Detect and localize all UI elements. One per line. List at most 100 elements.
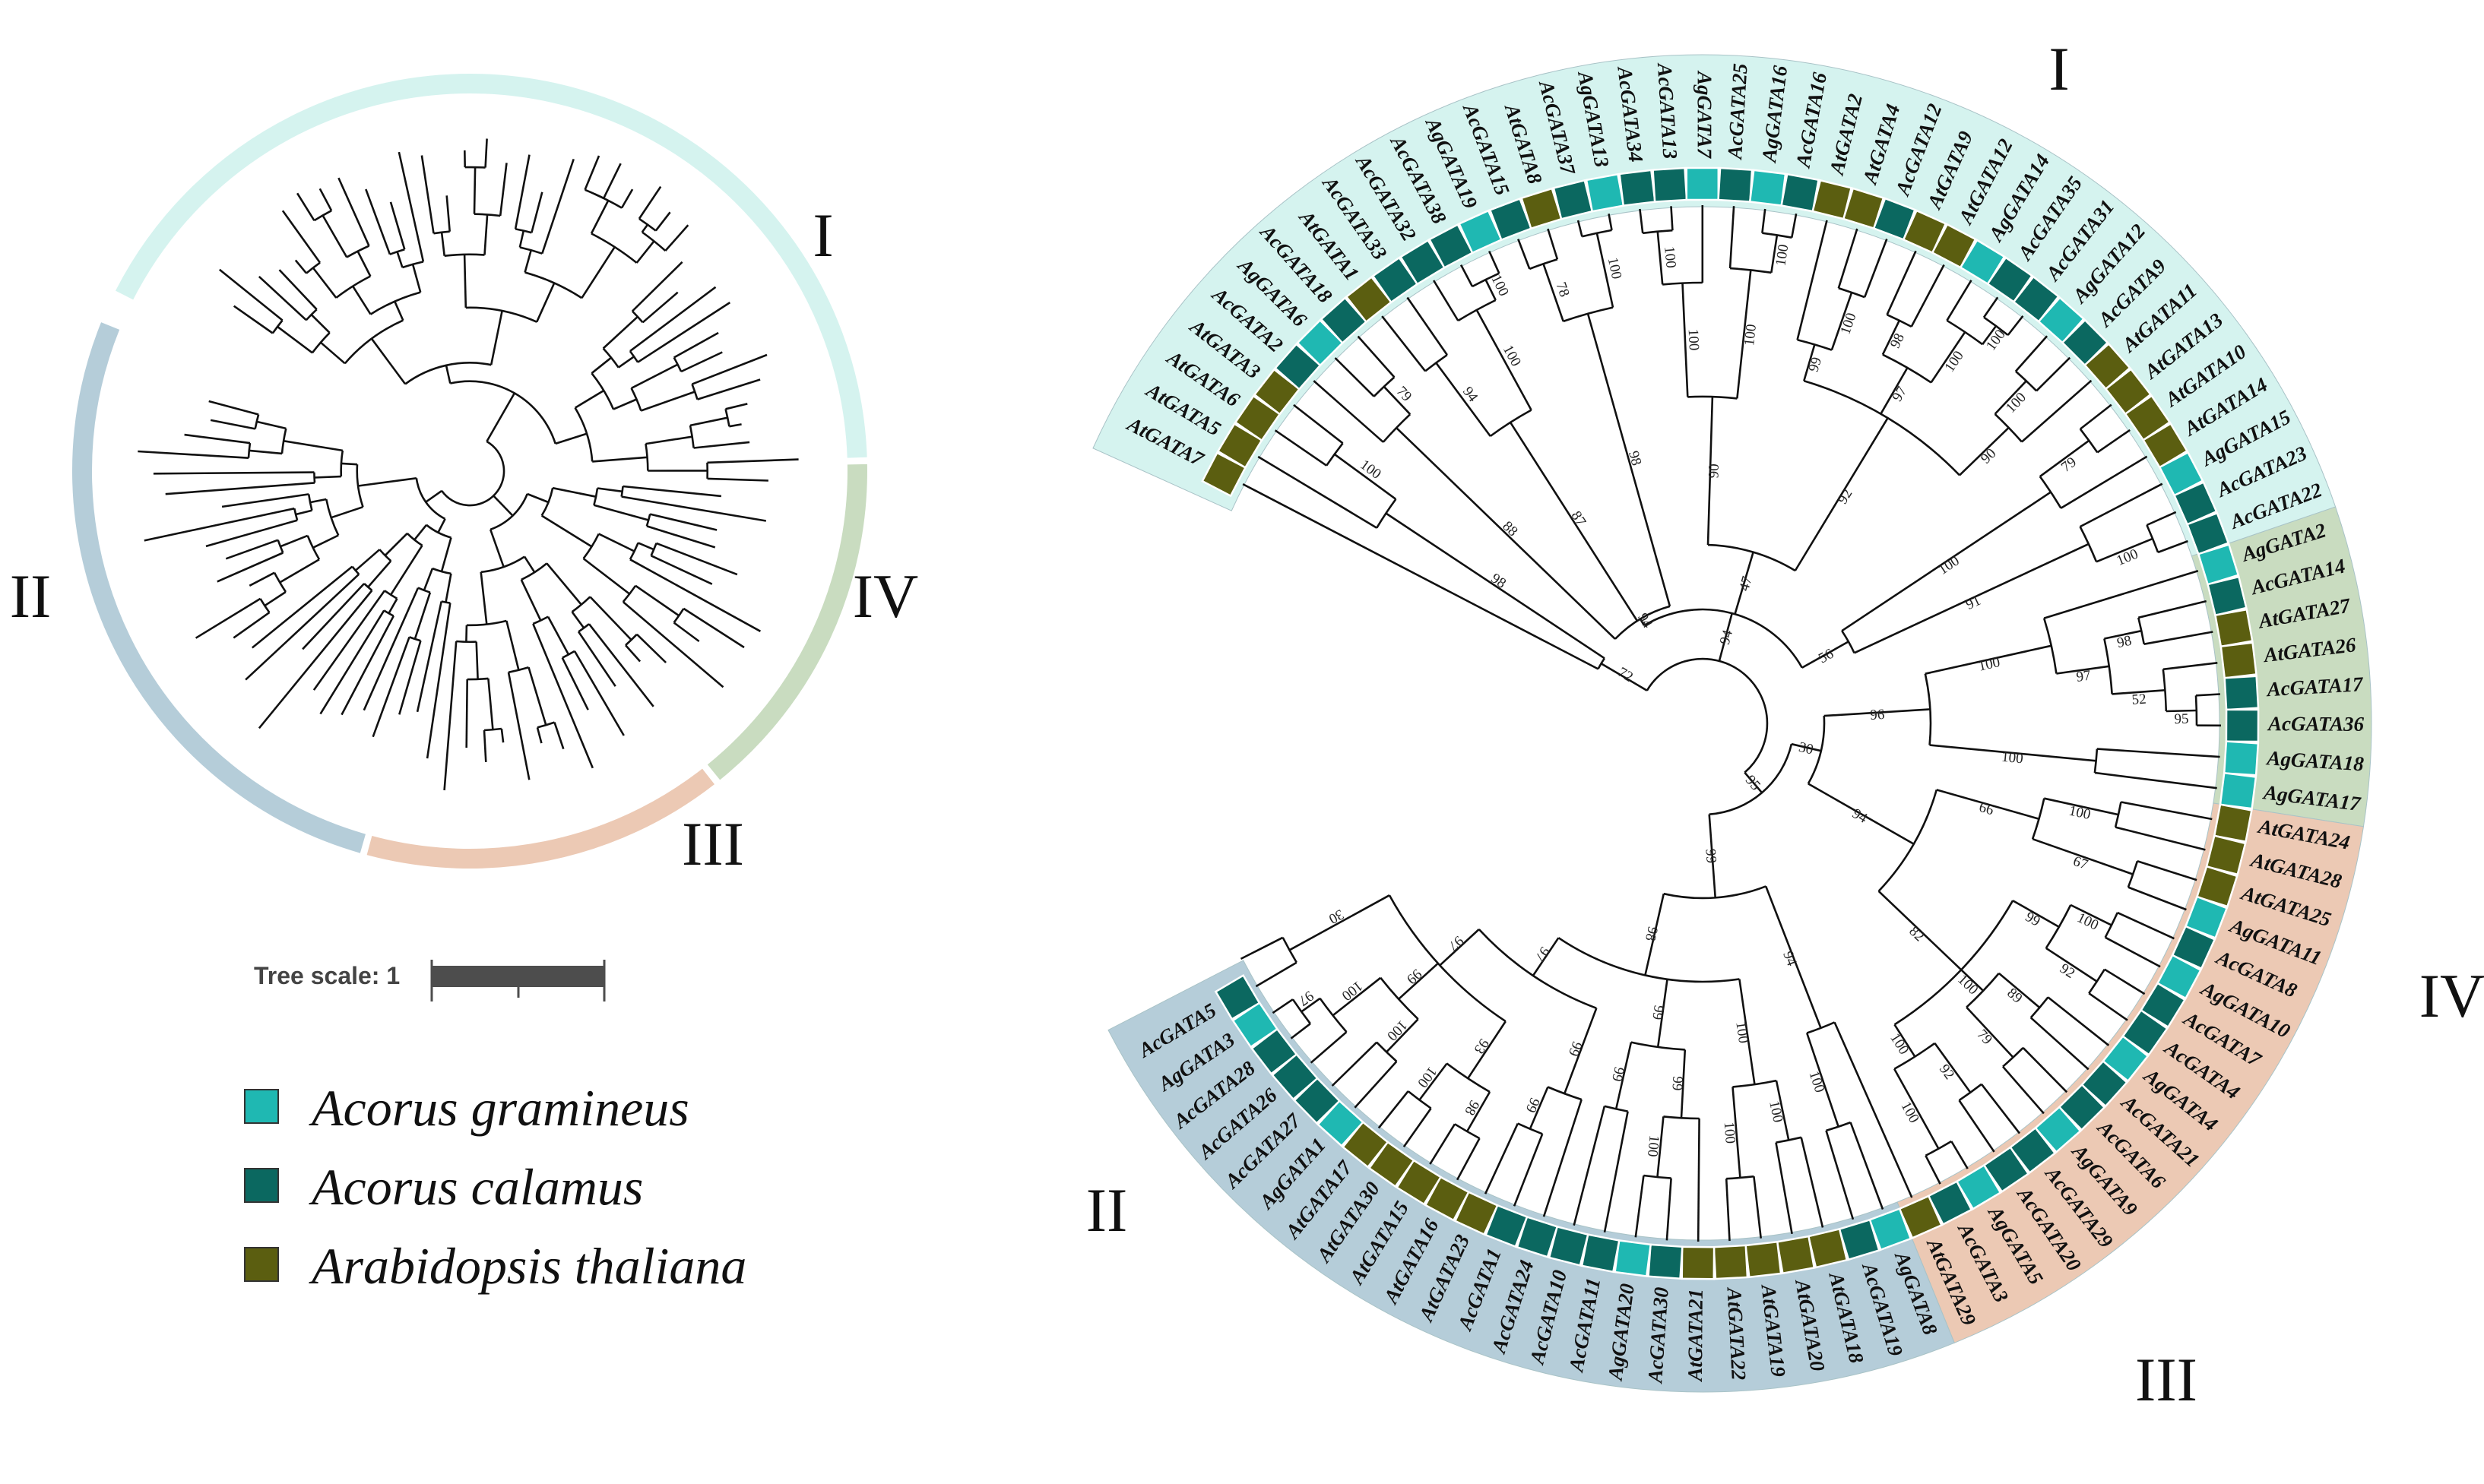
large-branch-edge [1960, 1100, 1994, 1152]
legend-swatch-acorus-gramineus [245, 1090, 278, 1123]
small-branch-edge [144, 508, 294, 540]
large-branch-edge [1489, 252, 1499, 274]
large-branch-edge [2137, 861, 2197, 880]
large-branch-arc [2080, 527, 2096, 562]
bootstrap-label: 100 [2115, 546, 2140, 569]
leaf-label: AtGATA22 [1722, 1286, 1750, 1381]
small-branch-arc [336, 277, 370, 298]
bootstrap-label: 100 [1773, 243, 1792, 267]
large-branch-edge [1404, 1109, 1431, 1147]
large-branch-edge [1544, 1100, 1582, 1217]
small-branch-edge [138, 451, 249, 458]
small-branch-edge [500, 163, 506, 216]
small-branch-edge [211, 420, 255, 429]
large-branch-arc [1598, 658, 1605, 669]
bootstrap-label: 94 [1717, 628, 1736, 646]
small-branch-arc [642, 233, 666, 252]
large-branch-arc [1548, 1087, 1581, 1100]
large-branch-arc [2147, 525, 2158, 552]
small-branch-edge [632, 262, 683, 312]
large-branch-edge [1578, 220, 1582, 236]
small-branch-edge [572, 612, 585, 628]
small-branch-edge [234, 306, 273, 334]
large-branch-edge [2036, 358, 2070, 391]
bootstrap-label: 88 [1499, 518, 1520, 539]
small-branch-arc [306, 263, 320, 274]
small-branch-edge [638, 543, 654, 549]
small-branch-arc [622, 486, 623, 497]
bootstrap-label: 99 [1668, 1076, 1685, 1091]
small-branch-edge [331, 507, 363, 517]
small-branch-edge [315, 476, 341, 477]
bootstrap-label: 99 [1608, 1065, 1627, 1083]
clade-label-I: I [2048, 34, 2069, 103]
small-branch-arc [314, 210, 331, 220]
large-branch-edge [2080, 405, 2112, 429]
bootstrap-label: 92 [1835, 486, 1856, 507]
small-branch-arc [630, 351, 638, 362]
large-branch-edge [1434, 280, 1458, 321]
small-branch-edge [438, 519, 445, 533]
small-branch-edge [485, 214, 488, 255]
small-clade-ring-I [125, 84, 857, 457]
large-branch-edge [2128, 888, 2187, 910]
small-branch-edge [599, 534, 635, 552]
small-branch-edge [542, 516, 592, 547]
large-branch-edge [1609, 214, 1612, 230]
scale-bar-rect [432, 966, 604, 987]
large-branch-arc [2046, 905, 2071, 948]
species-square [1714, 1245, 1747, 1279]
large-branch-edge [1982, 1084, 2020, 1134]
small-branch-edge [646, 437, 692, 444]
small-branch-edge [642, 225, 648, 233]
small-tree: I II III IV [10, 84, 919, 878]
large-branch-edge [1335, 358, 1374, 397]
bootstrap-label: 97 [1532, 944, 1553, 964]
small-branch-edge [320, 188, 331, 210]
small-branch-arc [484, 729, 502, 730]
bootstrap-label: 94 [1459, 384, 1481, 405]
large-branch-edge [2048, 997, 2109, 1045]
large-branch-edge [2144, 632, 2213, 644]
small-branch-edge [373, 637, 410, 736]
large-branch-edge [2147, 512, 2175, 525]
bootstrap-label: 100 [1685, 328, 1702, 350]
small-branch-edge [296, 511, 312, 514]
species-square [1620, 170, 1655, 206]
large-branch-edge [1947, 280, 1971, 321]
bootstrap-label: 99 [1702, 848, 1719, 863]
bootstrap-label: 99 [1403, 966, 1424, 987]
bootstrap-label: 98 [1887, 331, 1908, 350]
large-branch-edge [2118, 913, 2175, 938]
large-branch-arc [1326, 443, 1342, 465]
small-branch-edge [692, 355, 768, 384]
small-branch-edge [493, 495, 512, 515]
large-branch-arc [2089, 970, 2105, 994]
small-clade-label-IV: IV [853, 562, 919, 631]
bootstrap-label: 92 [2057, 960, 2077, 982]
species-square [1777, 1236, 1814, 1274]
small-branch-edge [303, 584, 364, 649]
small-branch-edge [368, 561, 391, 587]
large-branch-arc [1947, 321, 1982, 344]
large-branch-edge [2105, 938, 2160, 967]
small-branch-edge [622, 189, 632, 208]
small-branch-edge [217, 553, 284, 582]
bootstrap-label: 79 [1974, 1027, 1995, 1048]
small-branch-edge [604, 317, 638, 349]
species-square [1687, 168, 1719, 200]
large-branch-edge [1984, 297, 1998, 317]
small-branch-edge [222, 494, 309, 507]
small-branch-arc [632, 388, 642, 411]
small-branch-edge [313, 536, 339, 548]
small-branch-edge [529, 667, 547, 725]
small-branch-edge [364, 588, 418, 710]
bootstrap-label: 47 [1736, 574, 1756, 593]
large-branch-edge [2016, 336, 2047, 371]
small-branch-edge [259, 277, 306, 320]
large-branch-edge [1408, 298, 1447, 356]
legend-label-acorus-gramineus: Acorus gramineus [309, 1079, 689, 1137]
bootstrap-label: 96 [1870, 707, 1885, 723]
small-branch-edge [398, 252, 403, 267]
large-branch-edge [1640, 209, 1643, 233]
